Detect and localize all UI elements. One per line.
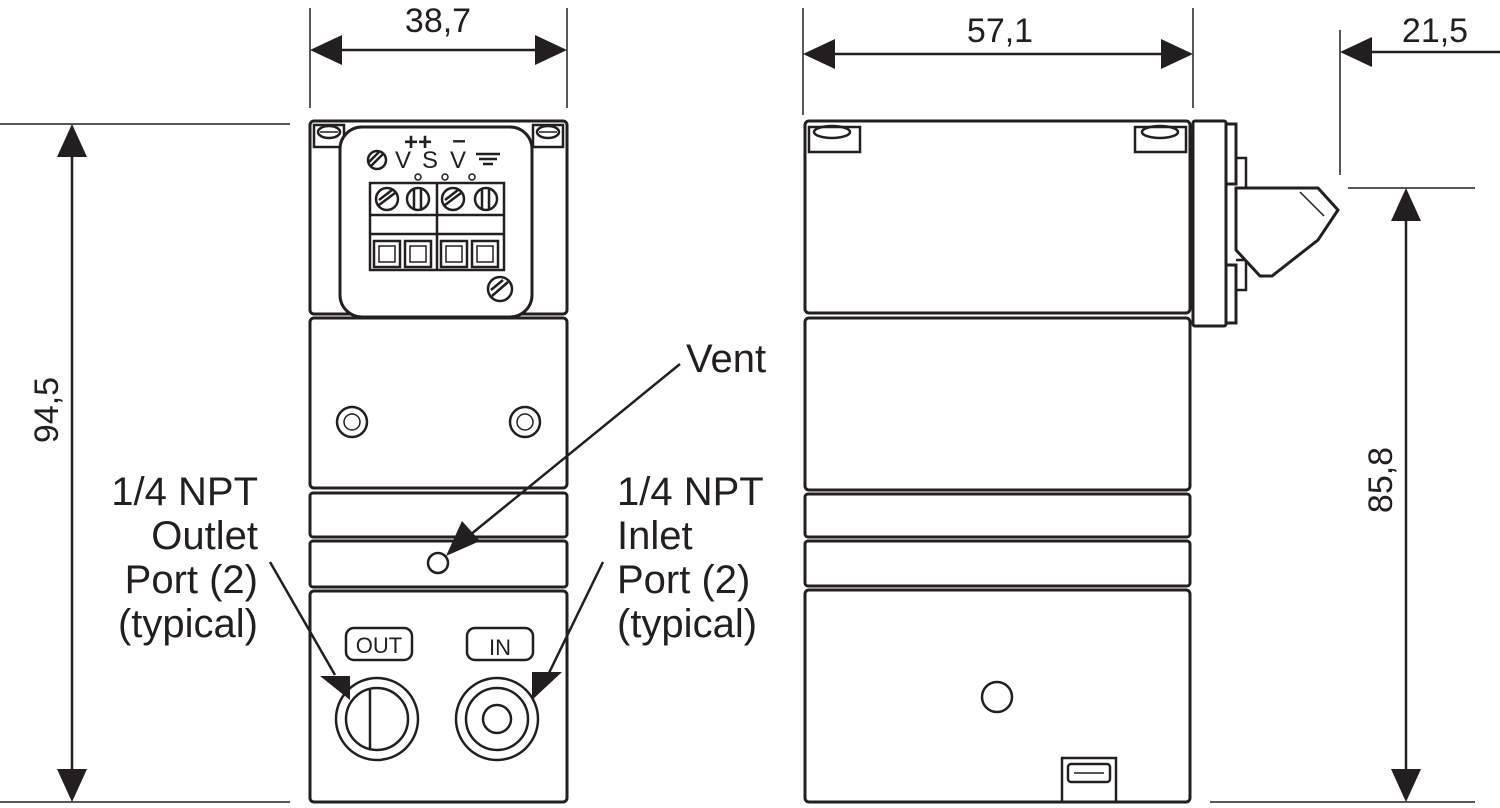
dimension-front-width: 38,7 [309,2,568,108]
outlet-label-line3: Port (2) [125,558,258,602]
terminal-label-v1: V [395,147,411,174]
dim-body-height-label: 85,8 [1362,447,1400,513]
dimension-bracket-depth: 21,5 [1339,12,1500,175]
inlet-label-line4: (typical) [617,602,757,646]
vent-label: Vent [686,337,766,381]
outlet-label-line2: Outlet [151,514,258,558]
terminal-screw-4-icon [473,186,499,212]
in-port-tag: IN [465,626,535,662]
cover-screw-icon [486,275,514,303]
out-port-tag: OUT [344,626,414,662]
top-right-screw-icon [531,123,565,149]
ground-symbol-icon [476,152,500,166]
front-view: ++ – V S V [308,119,569,804]
side-view [803,119,1340,804]
terminal-label-s: S [422,147,438,174]
left-bolt-icon [335,405,369,439]
inlet-label-line2: Inlet [617,514,693,558]
inlet-label-line1: 1/4 NPT [617,470,764,514]
outlet-label-line1: 1/4 NPT [111,470,258,514]
in-port-label: IN [489,635,511,660]
terminal-screw-2-icon [405,186,431,212]
side-hole-icon [980,680,1014,714]
outlet-label-line4: (typical) [118,602,258,646]
dimension-overall-height: 94,5 [0,123,290,803]
right-bolt-icon [508,405,542,439]
outlet-port-icon [334,676,420,762]
inlet-callout: 1/4 NPT Inlet Port (2) (typical) [532,470,764,700]
dim-front-width-label: 38,7 [405,2,471,40]
terminal-label-v2: V [450,147,466,174]
terminal-screw-3-icon [440,186,466,212]
inlet-label-line3: Port (2) [617,558,750,602]
terminal-earth-screw-icon [366,149,388,171]
vent-hole-icon [426,551,450,575]
bottom-clip-icon [1060,756,1118,802]
outlet-callout: 1/4 NPT Outlet Port (2) (typical) [111,470,350,700]
terminal-screw-1-icon [374,186,400,212]
dimension-side-depth: 57,1 [802,8,1194,115]
terminal-minus-label: – [452,127,465,154]
out-port-label: OUT [356,633,402,658]
vent-callout: Vent [446,337,766,556]
dimension-body-height: 85,8 [1210,187,1475,803]
dim-side-depth-label: 57,1 [967,12,1033,50]
mounting-bracket [1191,119,1340,328]
dim-overall-height-label: 94,5 [28,377,66,443]
dim-bracket-depth-label: 21,5 [1402,12,1468,50]
terminal-plus-labels: ++ [404,129,432,156]
inlet-port-icon [454,676,540,762]
